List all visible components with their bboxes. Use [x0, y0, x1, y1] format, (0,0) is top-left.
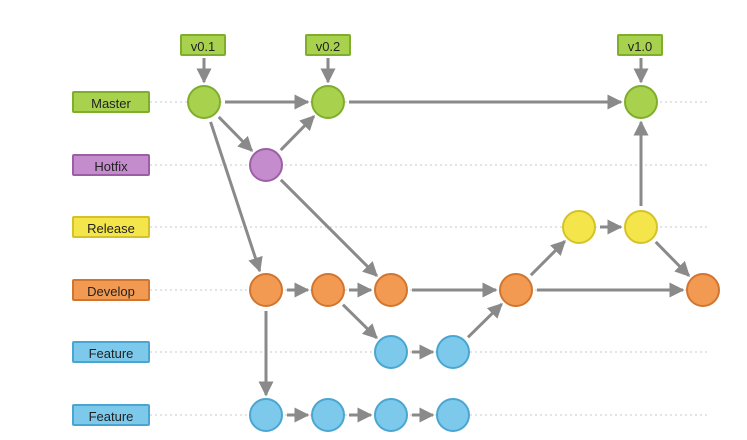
commit-develop-d1	[249, 273, 283, 307]
branch-label-release: Release	[72, 216, 150, 238]
commit-develop-d4	[499, 273, 533, 307]
arrow-d2-f1	[341, 303, 378, 340]
commit-feature1-f2	[436, 335, 470, 369]
branch-label-feature-2: Feature	[72, 404, 150, 426]
commit-develop-d5	[686, 273, 720, 307]
tag-v0-1: v0.1	[180, 34, 226, 56]
arrow-m1-d1	[209, 121, 263, 273]
commit-feature2-g3	[374, 398, 408, 432]
arrow-h1-m2	[279, 115, 316, 152]
arrow-h1-d3	[279, 178, 378, 277]
commit-feature2-g4	[436, 398, 470, 432]
branch-label-hotfix: Hotfix	[72, 154, 150, 176]
arrow-f2-d4	[466, 302, 503, 339]
branch-label-develop: Develop	[72, 279, 150, 301]
commit-develop-d3	[374, 273, 408, 307]
branch-label-master: Master	[72, 91, 150, 113]
arrow-r2-d5	[654, 240, 691, 277]
commit-release-r1	[562, 210, 596, 244]
commit-master-m1	[187, 85, 221, 119]
commit-hotfix-h1	[249, 148, 283, 182]
arrow-m1-h1	[217, 115, 254, 152]
branch-label-feature-1: Feature	[72, 341, 150, 363]
commit-feature2-g2	[311, 398, 345, 432]
commit-master-m2	[311, 85, 345, 119]
commit-release-r2	[624, 210, 658, 244]
tag-v1-0: v1.0	[617, 34, 663, 56]
arrow-d4-r1	[529, 240, 566, 277]
commit-master-m3	[624, 85, 658, 119]
commit-feature2-g1	[249, 398, 283, 432]
tag-v0-2: v0.2	[305, 34, 351, 56]
commit-develop-d2	[311, 273, 345, 307]
commit-feature1-f1	[374, 335, 408, 369]
